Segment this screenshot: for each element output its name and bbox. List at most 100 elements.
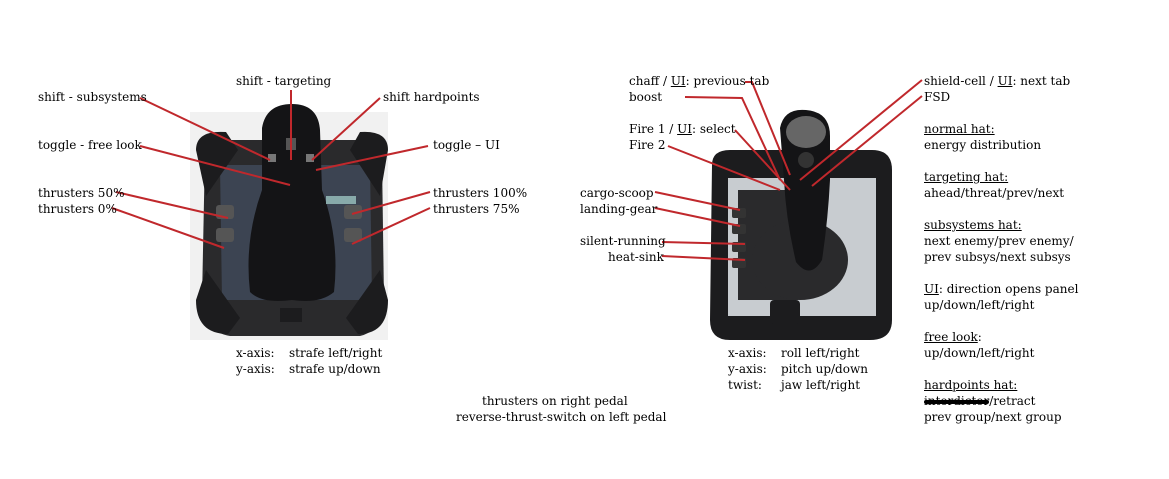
left-base-badge: [326, 196, 356, 204]
hat-freelook-title-suffix: :: [977, 330, 982, 344]
hat-targeting-title: targeting hat:: [924, 170, 1009, 184]
left-axis-x-action: strafe left/right: [289, 346, 383, 360]
label-toggle-ui: toggle – UI: [433, 138, 500, 152]
label-landing-gear: landing-gear: [580, 202, 658, 216]
label-shield-cell: shield-cell / UI: next tab: [924, 73, 1070, 89]
left-base-button-4: [344, 228, 362, 242]
left-axis-y-name: y-axis:: [236, 362, 275, 376]
label-heat-sink: heat-sink: [608, 250, 664, 264]
left-stick-hat-r: [306, 154, 314, 162]
line-thrusters-50: [115, 191, 229, 219]
hat-ui-title: UI: direction opens panel: [924, 281, 1078, 297]
line-toggle-free-look: [139, 145, 291, 186]
right-axis-twist-name: twist:: [728, 378, 762, 392]
left-foot-bl: [196, 270, 240, 334]
hat-targeting-desc: ahead/threat/prev/next: [924, 186, 1065, 200]
label-shift-hardpoints: shift hardpoints: [383, 90, 480, 104]
line-chaff: [745, 81, 791, 176]
right-stick-cap: [786, 116, 826, 148]
label-thrusters-75: thrusters 75%: [433, 202, 520, 216]
label-thrusters-0: thrusters 0%: [38, 202, 117, 216]
line-shift-subsystems: [139, 97, 271, 161]
hat-subsystems-title: subsystems hat:: [924, 218, 1022, 232]
label-shield-suffix: : next tab: [1012, 74, 1071, 88]
label-shield-ui: UI: [997, 74, 1013, 88]
hat-ui-title-ui: UI: [924, 282, 939, 296]
left-axis-y: y-axis: strafe up/down: [236, 361, 381, 377]
right-axis-x-name: x-axis:: [728, 346, 767, 360]
left-foot-tr: [350, 131, 388, 196]
right-throttle-slider: [770, 300, 800, 324]
hat-normal-title: normal hat:: [924, 122, 995, 136]
hat-hardpoints-line: interdictor/retract: [924, 393, 1035, 409]
line-thrusters-0: [111, 207, 225, 249]
label-shield-prefix: shield-cell /: [924, 74, 998, 88]
label-boost: boost: [629, 90, 663, 104]
left-base-button-2: [216, 228, 234, 242]
hat-freelook-desc: up/down/left/right: [924, 346, 1035, 360]
left-foot-tl: [196, 131, 238, 196]
right-axis-twist: twist: jaw left/right: [728, 377, 860, 393]
right-stick-hat: [798, 152, 814, 168]
label-thrusters-100: thrusters 100%: [433, 186, 528, 200]
right-axis-x-action: roll left/right: [781, 346, 860, 360]
right-base-button-2: [732, 224, 746, 234]
line-fire2: [667, 145, 781, 191]
hat-freelook-title-text: free look: [924, 330, 978, 344]
left-axis-y-action: strafe up/down: [289, 362, 381, 376]
line-thrusters-75: [351, 207, 431, 245]
left-foot-br: [346, 270, 388, 334]
hat-freelook-title: free look:: [924, 329, 982, 345]
left-joystick-stick: [248, 104, 336, 301]
label-shift-targeting: shift - targeting: [236, 74, 332, 88]
line-heat-sink: [661, 255, 746, 261]
hat-normal-desc: energy distribution: [924, 138, 1042, 152]
label-fire1: Fire 1 / UI: select: [629, 121, 736, 137]
left-axis-x-name: x-axis:: [236, 346, 275, 360]
pedals-line-2: reverse-thrust-switch on left pedal: [456, 410, 667, 424]
label-chaff-suffix: : previous tab: [685, 74, 770, 88]
label-cargo-scoop: cargo-scoop: [580, 186, 654, 200]
label-shift-subsystems: shift - subsystems: [38, 90, 147, 104]
line-toggle-ui: [315, 145, 429, 171]
left-base-button-3: [344, 205, 362, 219]
left-axis-x: x-axis: strafe left/right: [236, 345, 382, 361]
left-stick-hat-l: [268, 154, 276, 162]
label-chaff-prefix: chaff /: [629, 74, 671, 88]
pedals-line-1: thrusters on right pedal: [482, 394, 628, 408]
hat-hardpoints-desc: prev group/next group: [924, 410, 1062, 424]
hat-hardpoints-title: hardpoints hat:: [924, 378, 1018, 392]
line-boost: [684, 96, 781, 181]
line-silent-running: [661, 241, 746, 245]
label-fsd: FSD: [924, 90, 951, 104]
hat-hardpoints-struck: interdictor: [924, 394, 990, 408]
label-fire1-ui: UI: [677, 122, 692, 136]
line-cargo-scoop: [654, 191, 741, 211]
label-fire1-suffix: : select: [691, 122, 736, 136]
label-fire1-prefix: Fire 1 /: [629, 122, 678, 136]
right-axis-twist-action: jaw left/right: [781, 378, 861, 392]
label-silent-running: silent-running: [580, 234, 666, 248]
right-axis-y-name: y-axis:: [728, 362, 767, 376]
right-joystick-stick: [780, 109, 830, 271]
left-base-slider: [280, 308, 302, 322]
label-chaff: chaff / UI: previous tab: [629, 73, 769, 89]
right-axis-y-action: pitch up/down: [781, 362, 868, 376]
hat-ui-title-suffix: : direction opens panel: [938, 282, 1079, 296]
line-shift-hardpoints: [311, 97, 381, 161]
hat-hardpoints-rest: /retract: [989, 394, 1036, 408]
line-fsd: [811, 95, 923, 187]
label-chaff-ui: UI: [670, 74, 686, 88]
right-axis-y: y-axis: pitch up/down: [728, 361, 868, 377]
line-fire1: [734, 129, 791, 191]
hat-subsystems-desc-1: next enemy/prev enemy/: [924, 234, 1074, 248]
line-shield-cell: [799, 79, 923, 181]
line-landing-gear: [654, 207, 741, 227]
right-axis-x: x-axis: roll left/right: [728, 345, 860, 361]
label-toggle-free-look: toggle - free look: [38, 138, 142, 152]
label-fire2: Fire 2: [629, 138, 666, 152]
hat-subsystems-desc-2: prev subsys/next subsys: [924, 250, 1071, 264]
